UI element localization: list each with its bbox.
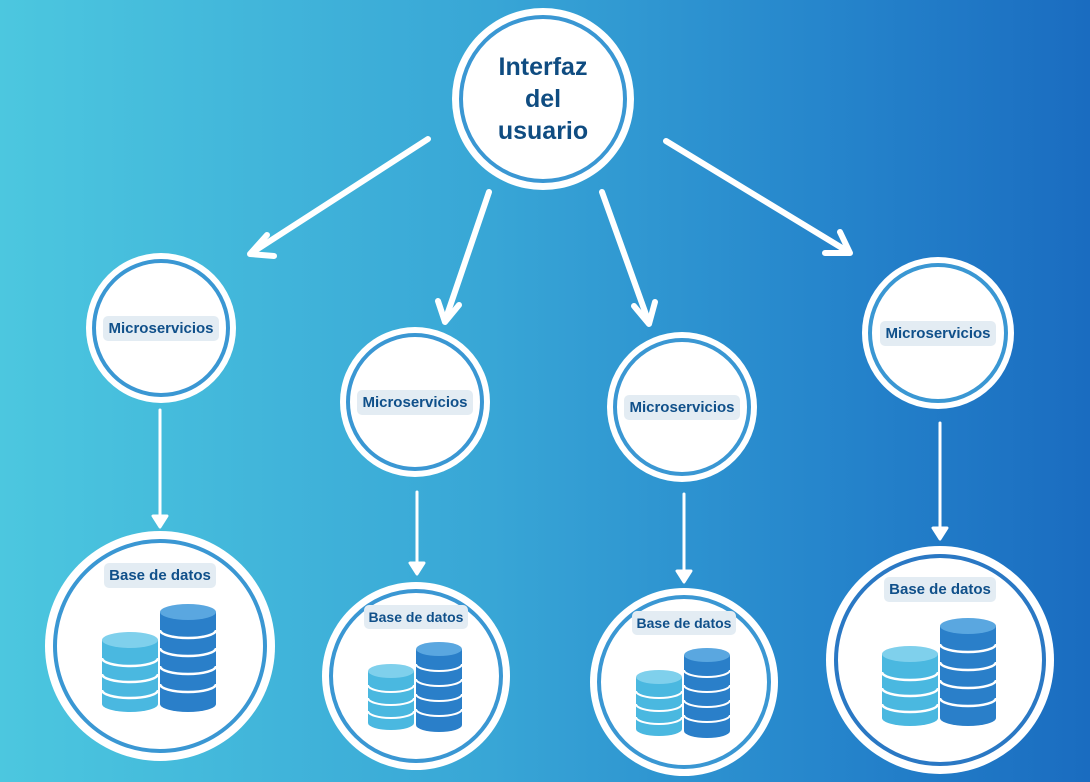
arrow-down-icon (931, 421, 949, 541)
database-label: Base de datos (104, 562, 216, 588)
node-ring (613, 338, 751, 476)
user-interface-node: Interfaz del usuario (452, 8, 634, 190)
node-ring (329, 589, 503, 763)
database-icon (100, 603, 218, 712)
database-label: Base de datos (631, 611, 737, 635)
node-ring (834, 554, 1046, 766)
node-ring (53, 539, 267, 753)
node-ring (459, 15, 627, 183)
arrow-down-icon (151, 408, 169, 529)
microservice-node-3: Microservicios (607, 332, 757, 482)
node-ring (868, 263, 1008, 403)
database-label: Base de datos (363, 605, 469, 629)
database-label: Base de datos (884, 576, 996, 602)
node-ring (346, 333, 484, 471)
database-node-3: Base de datos (590, 588, 778, 776)
arrow-root-to-service-3 (599, 189, 658, 327)
microservice-node-4: Microservicios (862, 257, 1014, 409)
database-node-1: Base de datos (45, 531, 275, 761)
microservice-label: Microservicios (357, 389, 473, 415)
database-node-2: Base de datos (322, 582, 510, 770)
microservice-label: Microservicios (624, 394, 740, 420)
arrow-root-to-service-1 (247, 136, 431, 259)
arrow-down-icon (675, 492, 693, 584)
database-icon (880, 617, 998, 726)
node-ring (92, 259, 230, 397)
user-interface-label: Interfaz del usuario (497, 53, 589, 145)
arrow-root-to-service-2 (435, 189, 492, 325)
microservice-label: Microservicios (880, 320, 996, 346)
database-node-4: Base de datos (826, 546, 1054, 774)
microservice-node-2: Microservicios (340, 327, 490, 477)
node-ring (597, 595, 771, 769)
database-icon (635, 648, 731, 738)
arrow-down-icon (408, 490, 426, 576)
microservice-node-1: Microservicios (86, 253, 236, 403)
database-icon (367, 642, 463, 732)
arrow-root-to-service-4 (663, 138, 853, 256)
microservice-label: Microservicios (103, 315, 219, 341)
